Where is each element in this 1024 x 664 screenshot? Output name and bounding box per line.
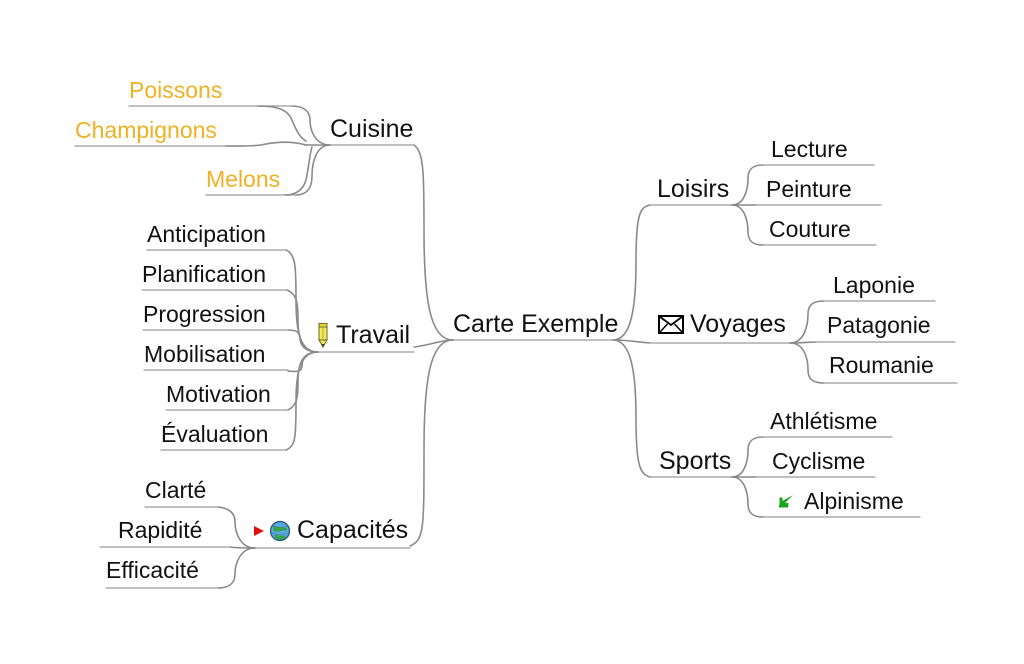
- leaf-node-alpinisme-label: Alpinisme: [804, 488, 904, 514]
- branch-node-loisirs-label: Loisirs: [657, 175, 730, 203]
- branch-node-loisirs[interactable]: Loisirs: [657, 177, 729, 202]
- leaf-node-champignons-label: Champignons: [75, 117, 217, 143]
- envelope-icon: [658, 315, 684, 334]
- leaf-node-progression[interactable]: Progression: [143, 303, 266, 326]
- leaf-node-alpinisme[interactable]: Alpinisme: [776, 490, 904, 513]
- branch-node-voyages[interactable]: Voyages: [658, 312, 786, 337]
- leaf-node-planification-label: Planification: [142, 261, 267, 287]
- leaf-node-anticipation-label: Anticipation: [147, 221, 266, 247]
- leaf-node-melons-label: Melons: [206, 166, 281, 192]
- leaf-node-patagonie-label: Patagonie: [827, 312, 931, 338]
- leaf-node-evaluation-label: Évaluation: [161, 421, 269, 447]
- branch-node-capacites[interactable]: Capacités: [253, 518, 408, 543]
- leaf-node-motivation[interactable]: Motivation: [166, 383, 271, 406]
- branch-node-cuisine[interactable]: Cuisine: [330, 117, 413, 142]
- leaf-node-roumanie[interactable]: Roumanie: [829, 354, 934, 377]
- leaf-node-efficacite-label: Efficacité: [106, 557, 199, 583]
- leaf-node-laponie[interactable]: Laponie: [833, 274, 915, 297]
- leaf-node-anticipation[interactable]: Anticipation: [147, 223, 266, 246]
- leaf-node-lecture-label: Lecture: [771, 136, 848, 162]
- leaf-node-peinture-label: Peinture: [766, 176, 852, 202]
- leaf-node-clarte-label: Clarté: [145, 477, 207, 503]
- pencil-icon: [316, 322, 330, 348]
- leaf-node-couture[interactable]: Couture: [769, 218, 851, 241]
- leaf-node-cyclisme[interactable]: Cyclisme: [772, 450, 865, 473]
- green-arrow-down-left-icon: [776, 492, 796, 512]
- globe-icon: [269, 520, 291, 542]
- leaf-node-laponie-label: Laponie: [833, 272, 915, 298]
- branch-node-sports[interactable]: Sports: [659, 449, 731, 474]
- leaf-node-peinture[interactable]: Peinture: [766, 178, 852, 201]
- leaf-node-efficacite[interactable]: Efficacité: [106, 559, 199, 582]
- leaf-node-planification[interactable]: Planification: [142, 263, 266, 286]
- leaf-node-couture-label: Couture: [769, 216, 851, 242]
- leaf-node-rapidite-label: Rapidité: [118, 517, 203, 543]
- branch-node-sports-label: Sports: [659, 447, 732, 475]
- branch-node-voyages-label: Voyages: [690, 310, 786, 338]
- leaf-node-poissons-label: Poissons: [129, 77, 223, 103]
- branch-node-travail[interactable]: Travail: [316, 322, 410, 348]
- leaf-node-melons[interactable]: Melons: [206, 168, 280, 191]
- root-node[interactable]: Carte Exemple: [453, 312, 618, 337]
- leaf-node-mobilisation[interactable]: Mobilisation: [144, 343, 265, 366]
- leaf-node-champignons[interactable]: Champignons: [75, 119, 217, 142]
- leaf-node-athletisme[interactable]: Athlétisme: [770, 410, 877, 433]
- leaf-node-athletisme-label: Athlétisme: [770, 408, 878, 434]
- leaf-node-roumanie-label: Roumanie: [829, 352, 934, 378]
- branch-node-capacites-label: Capacités: [297, 516, 409, 544]
- leaf-node-patagonie[interactable]: Patagonie: [827, 314, 931, 337]
- branch-node-cuisine-label: Cuisine: [330, 115, 414, 143]
- leaf-node-motivation-label: Motivation: [166, 381, 271, 407]
- leaf-node-evaluation[interactable]: Évaluation: [161, 423, 268, 446]
- leaf-node-progression-label: Progression: [143, 301, 266, 327]
- leaf-node-clarte[interactable]: Clarté: [145, 479, 206, 502]
- leaf-node-rapidite[interactable]: Rapidité: [118, 519, 202, 542]
- leaf-node-poissons[interactable]: Poissons: [129, 79, 222, 102]
- leaf-node-mobilisation-label: Mobilisation: [144, 341, 266, 367]
- leaf-node-lecture[interactable]: Lecture: [771, 138, 848, 161]
- root-node-label: Carte Exemple: [453, 310, 619, 338]
- branch-node-travail-label: Travail: [336, 320, 411, 349]
- red-triangle-icon: [253, 524, 265, 538]
- leaf-node-cyclisme-label: Cyclisme: [772, 448, 866, 474]
